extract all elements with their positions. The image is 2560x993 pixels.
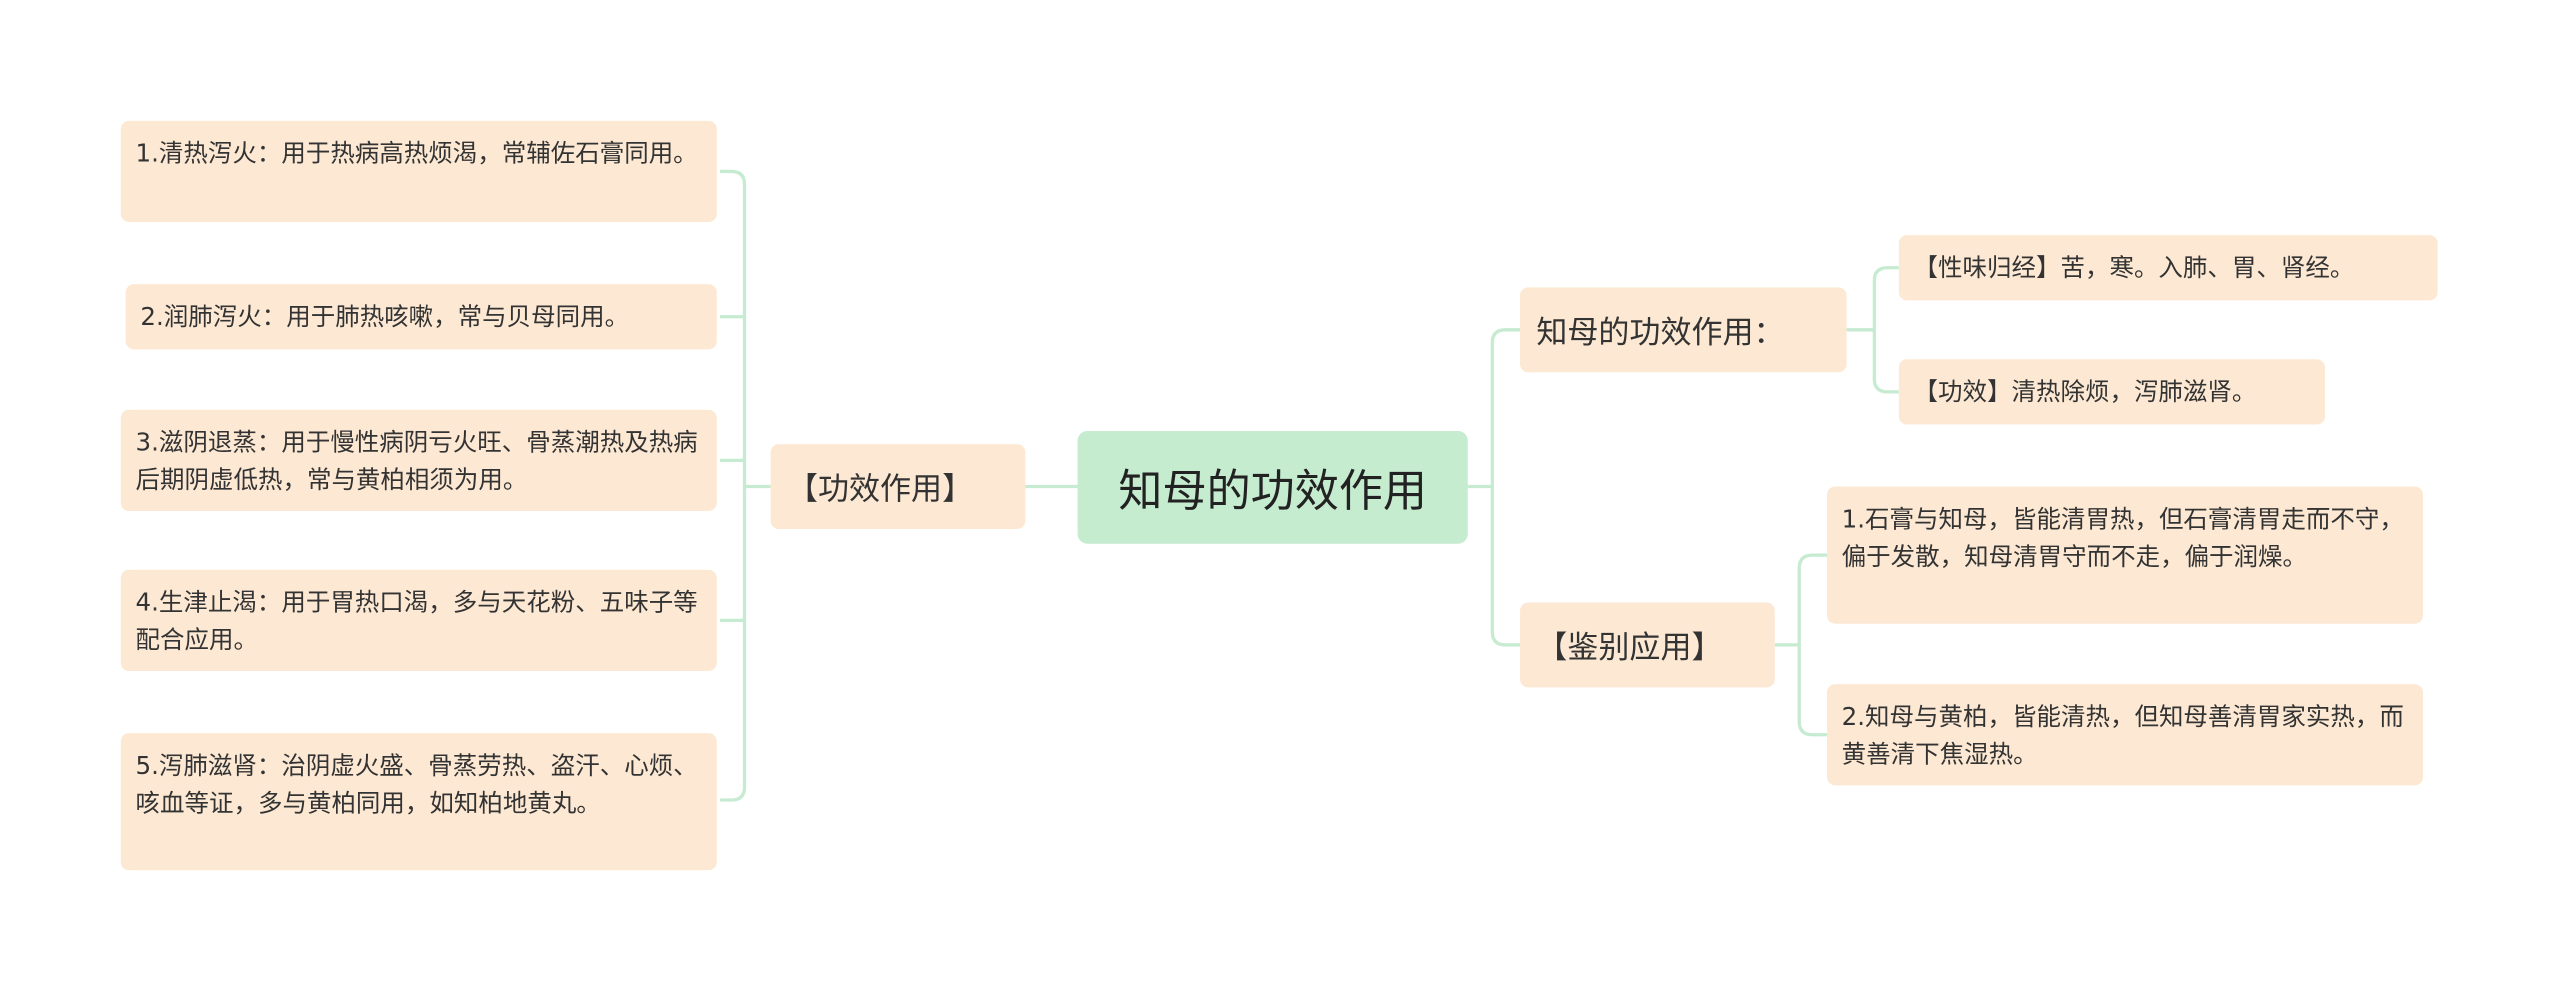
efficacy-item-2[interactable]: 2.润肺泻火：用于肺热咳嗽，常与贝母同用。 (125, 284, 717, 350)
overview-item-properties[interactable]: 【性味归经】苦，寒。入肺、胃、肾经。 (1898, 235, 2438, 301)
branch-efficacy[interactable]: 【功效作用】 (770, 444, 1026, 529)
branch-differentiation[interactable]: 【鉴别应用】 (1520, 602, 1775, 688)
root-topic[interactable]: 知母的功效作用 (1077, 431, 1468, 544)
branch-overview[interactable]: 知母的功效作用： (1520, 287, 1847, 373)
connector-right-top-items (1846, 266, 1899, 394)
connector-right-bottom-items (1774, 553, 1827, 737)
differentiation-item-1[interactable]: 1.石膏与知母，皆能清胃热，但石膏清胃走而不守，偏于发散，知母清胃守而不走，偏于… (1826, 486, 2423, 624)
efficacy-item-5[interactable]: 5.泻肺滋肾：治阴虚火盛、骨蒸劳热、盗汗、心烦、咳血等证，多与黄柏同用，如知柏地… (120, 733, 717, 871)
efficacy-item-3[interactable]: 3.滋阴退蒸：用于慢性病阴亏火旺、骨蒸潮热及热病后期阴虚低热，常与黄柏相须为用。 (120, 409, 717, 512)
efficacy-item-1[interactable]: 1.清热泻火：用于热病高热烦渴，常辅佐石膏同用。 (120, 120, 717, 223)
connector-left-items (720, 169, 771, 802)
connector-root-right (1467, 328, 1521, 647)
differentiation-item-2[interactable]: 2.知母与黄柏，皆能清热，但知母善清胃家实热，而黄善清下焦湿热。 (1826, 684, 2423, 786)
overview-item-efficacy[interactable]: 【功效】清热除烦，泻肺滋肾。 (1898, 359, 2325, 425)
efficacy-item-4[interactable]: 4.生津止渴：用于胃热口渴，多与天花粉、五味子等配合应用。 (120, 569, 717, 672)
